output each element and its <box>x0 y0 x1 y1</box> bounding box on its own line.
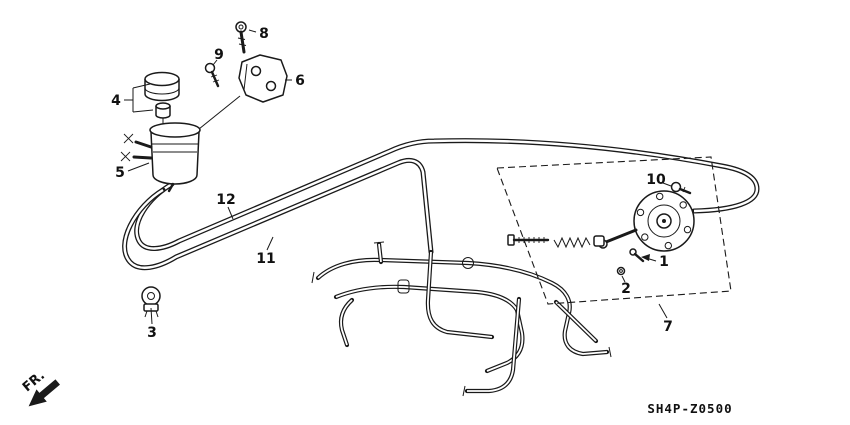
reservoir-flange <box>149 122 201 138</box>
pipe-assembly <box>311 241 612 397</box>
bushing <box>593 235 605 247</box>
clamp-ring <box>141 286 161 306</box>
bracket-hole <box>265 80 277 92</box>
bracket-part-6 <box>238 54 288 103</box>
bolt-10-head <box>670 181 682 193</box>
kit-box-part-7 <box>496 156 732 305</box>
part-label-11: 11 <box>256 251 275 267</box>
bolt-10-shaft <box>678 187 692 195</box>
arrow-to-part-1 <box>641 254 650 261</box>
bolt-part-9 <box>204 62 220 88</box>
part-label-4: 4 <box>111 93 121 109</box>
part-label-1: 1 <box>659 254 669 270</box>
tube-part-11 <box>122 157 434 271</box>
part-label-10: 10 <box>646 172 666 188</box>
part-label-7: 7 <box>663 319 673 335</box>
part-labels: 8 9 6 4 5 12 11 3 10 1 2 7 <box>111 26 673 341</box>
reservoir-cap-part-4 <box>144 71 180 126</box>
part-label-9: 9 <box>214 47 224 63</box>
screw-part-1 <box>629 248 645 263</box>
part-label-3: 3 <box>147 325 157 341</box>
pipe-clamp <box>462 257 474 269</box>
drawing-code: SH4P-Z0500 <box>647 401 732 416</box>
part-label-8: 8 <box>259 26 269 42</box>
bracket-hole <box>250 65 262 77</box>
actuator-rod <box>604 228 638 244</box>
fr-arrow-icon <box>28 379 60 407</box>
part-label-6: 6 <box>295 73 305 89</box>
part-label-12: 12 <box>216 192 235 208</box>
fr-indicator: FR. <box>20 368 60 407</box>
bolt-part-10 <box>670 181 692 195</box>
bolt-9-shaft <box>210 70 220 88</box>
leader-lines <box>124 29 672 325</box>
actuator-assembly-part-7 <box>507 190 695 276</box>
spring <box>553 236 591 249</box>
bracket-plate <box>238 54 288 103</box>
reservoir-body <box>150 131 200 185</box>
reservoir-part-5 <box>120 95 241 193</box>
part-label-5: 5 <box>115 165 125 181</box>
part-label-2: 2 <box>621 281 631 297</box>
clamp-part-3 <box>141 286 161 318</box>
tube-part-12 <box>134 138 760 251</box>
pipe-clamp <box>397 279 410 294</box>
bolt-9-head <box>204 62 216 74</box>
washer-part-2 <box>616 266 626 276</box>
bolt-part-8 <box>235 21 247 54</box>
bolt-8-shaft <box>239 30 246 54</box>
cap-top <box>144 71 180 87</box>
